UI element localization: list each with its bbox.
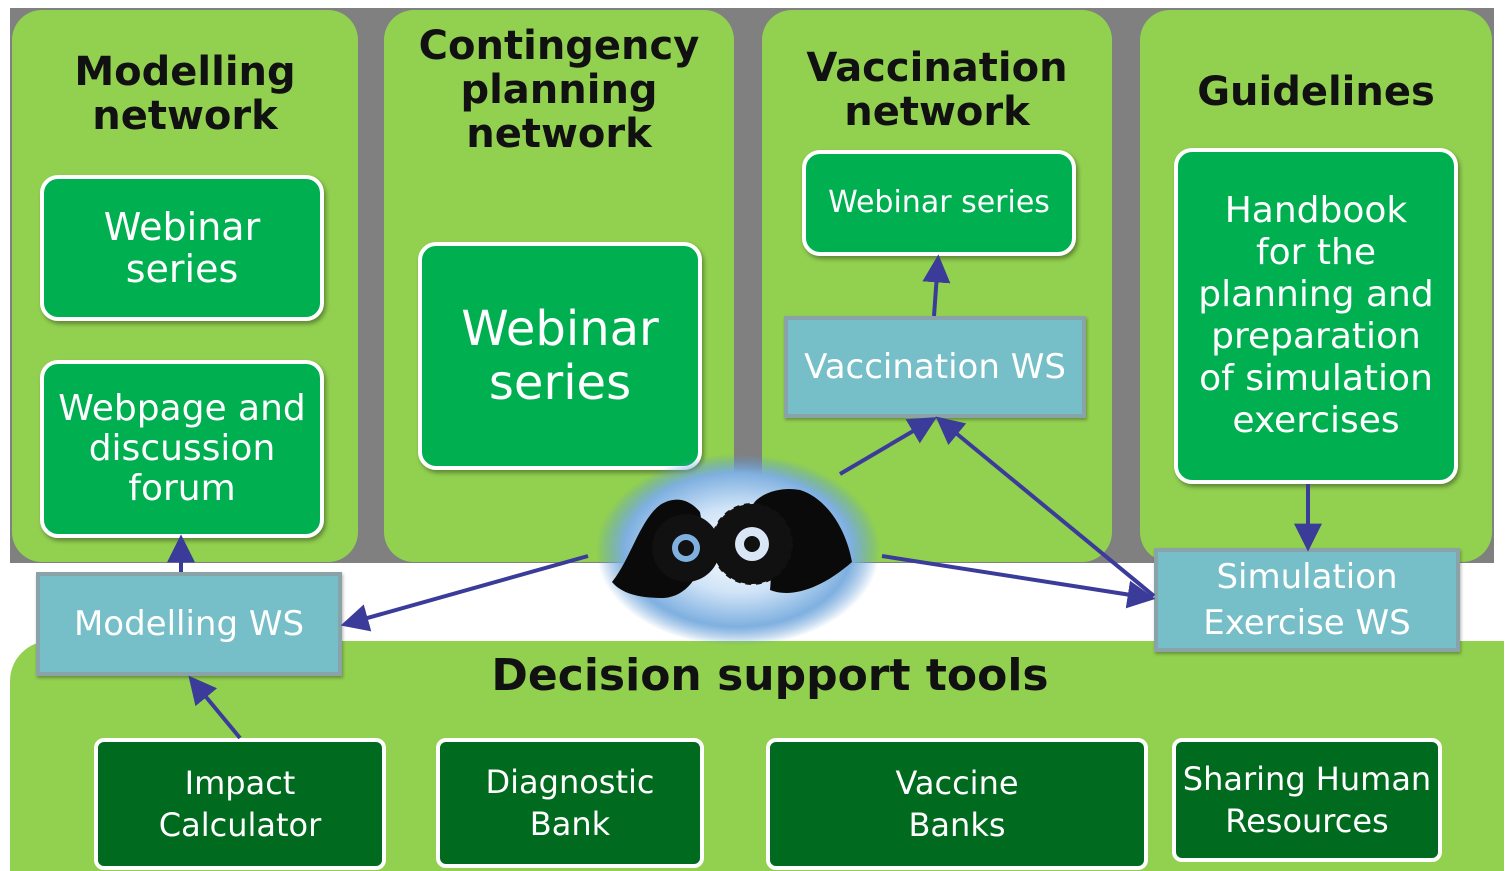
- vaccination-webinar-series-box: Webinar series: [802, 150, 1076, 256]
- tool-vaccine-banks: Vaccine Banks: [766, 738, 1148, 870]
- arrow-impact-to-modelling-ws: [188, 675, 242, 740]
- arrow-gears-to-modelling-ws: [340, 554, 589, 632]
- decision-support-title: Decision support tools: [491, 650, 1049, 701]
- tool-diagnostic-bank: Diagnostic Bank: [436, 738, 704, 868]
- tool-sharing-human-resources: Sharing Human Resources: [1172, 738, 1442, 862]
- column-vaccination-network: Vaccination network Webinar series: [762, 10, 1112, 562]
- gears-handshake-icon: [596, 454, 880, 646]
- column-title-modelling: Modelling network: [74, 49, 296, 139]
- simulation-exercise-ws-box: Simulation Exercise WS: [1154, 548, 1460, 652]
- tool-impact-calculator: Impact Calculator: [94, 738, 386, 870]
- arrow-vaccination-ws-to-webinar: [922, 254, 951, 317]
- modelling-webinar-series-box: Webinar series: [40, 175, 324, 321]
- column-modelling-network: Modelling network Webinar series Webpage…: [12, 10, 358, 562]
- modelling-ws-box: Modelling WS: [36, 572, 342, 676]
- arrow-simulation-ws-to-vaccination-ws: [935, 416, 1156, 598]
- column-title-guidelines: Guidelines: [1197, 69, 1435, 115]
- column-contingency-planning-network: Contingency planning network Webinar ser…: [384, 10, 734, 562]
- vaccination-ws-box: Vaccination WS: [784, 316, 1086, 418]
- arrows: [167, 254, 1322, 740]
- arrow-gears-to-vaccination-ws: [838, 417, 937, 476]
- column-title-vaccination: Vaccination network: [806, 45, 1068, 135]
- guidelines-handbook-box: Handbook for the planning and preparatio…: [1174, 148, 1458, 484]
- column-title-contingency: Contingency planning network: [418, 23, 700, 157]
- contingency-webinar-series-box: Webinar series: [418, 242, 702, 470]
- arrow-gears-to-simulation-ws: [881, 554, 1156, 609]
- column-guidelines: Guidelines Handbook for the planning and…: [1140, 10, 1492, 562]
